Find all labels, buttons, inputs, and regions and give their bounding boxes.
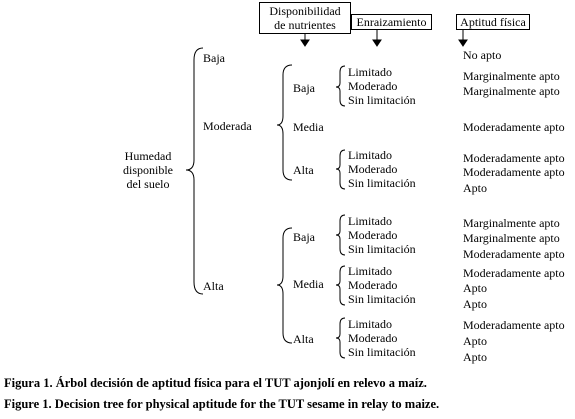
rooting-none: Sin limitación [348, 345, 416, 359]
rooting-moderate: Moderado [348, 331, 398, 345]
result-alta-media-1: Moderadamente apto [463, 266, 565, 280]
result-moderada-alta-3: Apto [463, 181, 487, 195]
rooting-moderate: Moderado [348, 162, 398, 176]
rooting-limited: Limitado [348, 65, 392, 79]
caption-english: Figure 1. Decision tree for physical apt… [4, 397, 440, 411]
nutrient-alta-alta: Alta [293, 332, 314, 346]
root-line3: del suelo [126, 177, 170, 191]
rooting-none: Sin limitación [348, 292, 416, 306]
header-rooting: Enraizamiento [351, 14, 432, 30]
rooting-moderate: Moderado [348, 228, 398, 242]
result-alta-baja-2: Marginalmente apto [463, 231, 560, 245]
result-baja: No apto [463, 48, 502, 62]
rooting-moderate: Moderado [348, 79, 398, 93]
result-alta-alta-1: Moderadamente apto [463, 318, 565, 332]
moisture-moderada: Moderada [203, 119, 252, 133]
rooting-brace-5 [335, 317, 346, 359]
moderada-brace [276, 64, 293, 181]
rooting-none: Sin limitación [348, 176, 416, 190]
result-moderada-baja-1: Marginalmente apto [463, 69, 560, 83]
rooting-moderate: Moderado [348, 278, 398, 292]
moisture-baja: Baja [203, 51, 225, 65]
header-arrows [300, 30, 468, 47]
rooting-brace-2 [335, 149, 346, 190]
nutrient-moderada-media: Media [293, 120, 324, 134]
nutrient-alta-media: Media [293, 277, 324, 291]
rooting-brace-3 [335, 214, 346, 256]
header-nutrients-line2: de nutrientes [274, 18, 336, 32]
header-nutrients: Disponibilidad de nutrientes [259, 2, 351, 34]
root-line2: disponible [123, 163, 173, 177]
root-brace [185, 47, 204, 295]
rooting-limited: Limitado [348, 148, 392, 162]
result-alta-alta-2: Apto [463, 334, 487, 348]
nutrient-moderada-alta: Alta [293, 163, 314, 177]
result-alta-baja-1: Marginalmente apto [463, 216, 560, 230]
root-line1: Humedad [124, 149, 172, 163]
result-alta-alta-3: Apto [463, 350, 487, 364]
alta-brace [276, 227, 293, 344]
result-alta-baja-3: Moderadamente apto [463, 247, 565, 261]
caption-spanish: Figura 1. Árbol decisión de aptitud físi… [4, 376, 427, 390]
rooting-group-3: Limitado Moderado Sin limitación [348, 214, 416, 256]
root-node: Humedad disponible del suelo [112, 149, 184, 191]
rooting-none: Sin limitación [348, 242, 416, 256]
nutrient-moderada-baja: Baja [293, 81, 315, 95]
result-moderada-alta-1: Moderadamente apto [463, 151, 565, 165]
moisture-alta: Alta [203, 279, 224, 293]
rooting-group-5: Limitado Moderado Sin limitación [348, 317, 416, 359]
rooting-limited: Limitado [348, 317, 392, 331]
rooting-none: Sin limitación [348, 93, 416, 107]
rooting-limited: Limitado [348, 214, 392, 228]
rooting-brace-4 [335, 265, 346, 306]
result-moderada-alta-2: Moderadamente apto [463, 165, 565, 179]
result-moderada-media: Moderadamente apto [463, 120, 565, 134]
rooting-group-4: Limitado Moderado Sin limitación [348, 264, 416, 306]
rooting-group-1: Limitado Moderado Sin limitación [348, 65, 416, 107]
rooting-brace-1 [335, 65, 346, 107]
rooting-group-2: Limitado Moderado Sin limitación [348, 148, 416, 190]
result-alta-media-2: Apto [463, 281, 487, 295]
header-nutrients-line1: Disponibilidad [269, 4, 341, 18]
header-aptitude: Aptitud física [456, 14, 530, 30]
rooting-limited: Limitado [348, 264, 392, 278]
nutrient-alta-baja: Baja [293, 230, 315, 244]
result-moderada-baja-2: Marginalmente apto [463, 84, 560, 98]
result-alta-media-3: Apto [463, 297, 487, 311]
